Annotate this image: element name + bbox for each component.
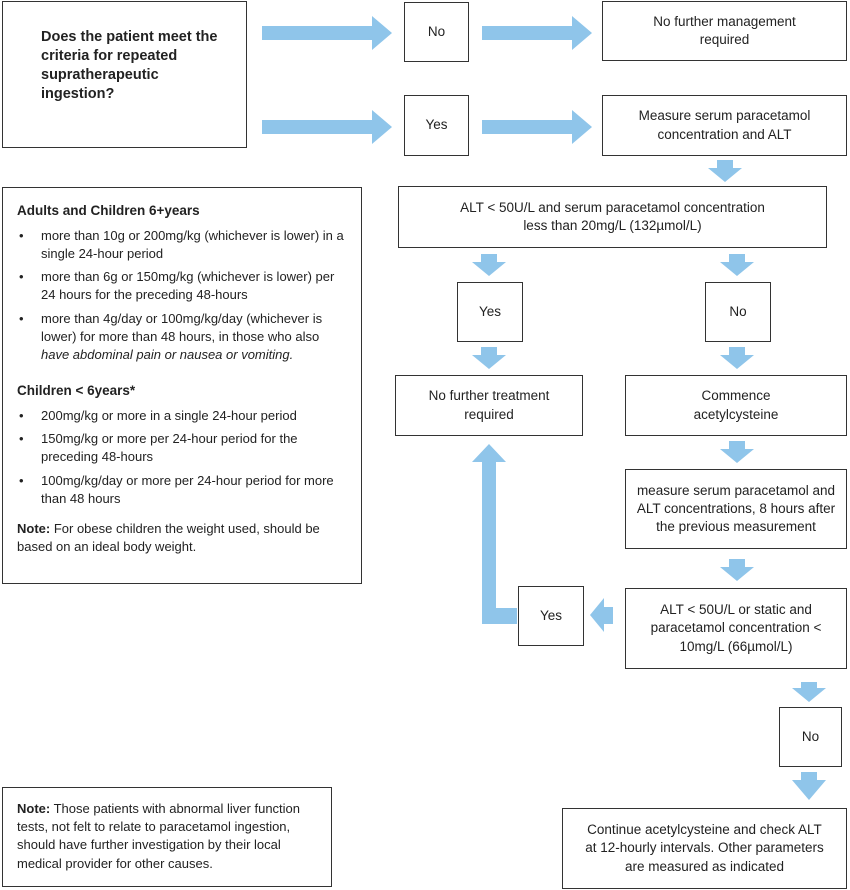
list-item: •100mg/kg/day or more per 24-hour period… [19, 472, 334, 506]
criteria-1-box: ALT < 50U/L and serum paracetamol concen… [398, 186, 827, 248]
bottom-no-box: No [779, 707, 842, 767]
panel-note-label: Note: [17, 521, 51, 537]
loop-yes-label: Yes [539, 607, 563, 623]
continue-text: Continue acetylcysteine and check ALT at… [585, 822, 824, 874]
measure-initial-box: Measure serum paracetamol concentration … [602, 95, 847, 156]
list-item: •more than 6g or 150mg/kg (whichever is … [19, 269, 335, 303]
bullet-icon: • [19, 227, 24, 243]
bottom-note-text: Those patients with abnormal liver funct… [17, 801, 301, 871]
bullet-icon: • [19, 431, 24, 447]
no-further-treatment-text: No further treatment required [428, 388, 550, 422]
list-item: •150mg/kg or more per 24-hour period for… [19, 431, 298, 465]
criteria-2-box: ALT < 50U/L or static and paracetamol co… [625, 588, 847, 669]
arrow-commence-to-measure [720, 441, 754, 463]
question-box: Does the patient meet the criteria for r… [2, 1, 247, 148]
left-yes-label: Yes [478, 303, 502, 319]
no-further-treatment-box: No further treatment required [395, 375, 583, 436]
arrow-yes-to-measure [482, 110, 592, 144]
arrow-yes-to-treatment [472, 347, 506, 369]
arrow-no-to-management [482, 16, 592, 50]
measure-repeat-box: measure serum paracetamol and ALT concen… [625, 469, 847, 549]
question-text: Does the patient meet the criteria for r… [41, 29, 218, 102]
arrow-measure-to-criteria2 [720, 559, 754, 581]
arrow-criteria2-to-no [792, 682, 826, 702]
children-heading: Children < 6years* [17, 383, 136, 399]
bullet-icon: • [19, 310, 24, 326]
top-yes-label: Yes [425, 117, 448, 133]
right-no-label: No [729, 303, 747, 319]
adults-item3-italic: have abdominal pain or nausea or vomitin… [41, 347, 294, 363]
no-further-management-box: No further management required [602, 1, 847, 61]
left-yes-box: Yes [457, 282, 523, 342]
bottom-note-label: Note: [17, 801, 51, 816]
children-list: •200mg/kg or more in a single 24-hour pe… [17, 407, 345, 508]
right-no-box: No [705, 282, 771, 342]
arrow-measure-to-criteria [708, 160, 742, 182]
bullet-icon: • [19, 269, 24, 285]
panel-note: Note: For obese children the weight used… [17, 520, 345, 556]
arrow-criteria-to-no [720, 254, 754, 276]
no-further-management-text: No further management required [653, 13, 796, 47]
panel-note-text: For obese children the weight used, shou… [17, 521, 320, 555]
loop-yes-box: Yes [518, 586, 584, 646]
top-no-box: No [404, 2, 469, 62]
arrow-loop-to-treatment [472, 444, 517, 624]
commence-box: Commence acetylcysteine [625, 375, 847, 436]
top-yes-box: Yes [404, 95, 469, 156]
criteria-panel: Adults and Children 6+years •more than 1… [2, 187, 362, 584]
adults-list: •more than 10g or 200mg/kg (whichever is… [17, 227, 345, 364]
top-no-label: No [427, 23, 446, 39]
continue-box: Continue acetylcysteine and check ALT at… [562, 808, 847, 889]
arrow-no-to-commence [720, 347, 754, 369]
arrow-question-to-no [262, 16, 392, 50]
arrow-no-to-continue [792, 772, 826, 800]
commence-text: Commence acetylcysteine [693, 388, 779, 422]
arrow-criteria-to-yes [472, 254, 506, 276]
list-item: •more than 10g or 200mg/kg (whichever is… [19, 227, 344, 262]
bottom-note-box: Note: Those patients with abnormal liver… [2, 787, 332, 887]
bullet-icon: • [19, 408, 24, 424]
adults-heading: Adults and Children 6+years [17, 203, 200, 218]
criteria-2-text: ALT < 50U/L or static and paracetamol co… [650, 602, 822, 654]
bullet-icon: • [19, 472, 24, 488]
criteria-1-text: ALT < 50U/L and serum paracetamol concen… [460, 199, 765, 233]
list-item: •more than 4g/day or 100mg/kg/day (which… [19, 310, 323, 363]
measure-initial-text: Measure serum paracetamol concentration … [638, 108, 811, 142]
measure-repeat-text: measure serum paracetamol and ALT concen… [636, 482, 836, 535]
arrow-criteria2-to-yes [590, 598, 613, 632]
arrow-question-to-yes [262, 110, 392, 144]
list-item: •200mg/kg or more in a single 24-hour pe… [17, 407, 345, 425]
bottom-no-label: No [801, 728, 820, 744]
